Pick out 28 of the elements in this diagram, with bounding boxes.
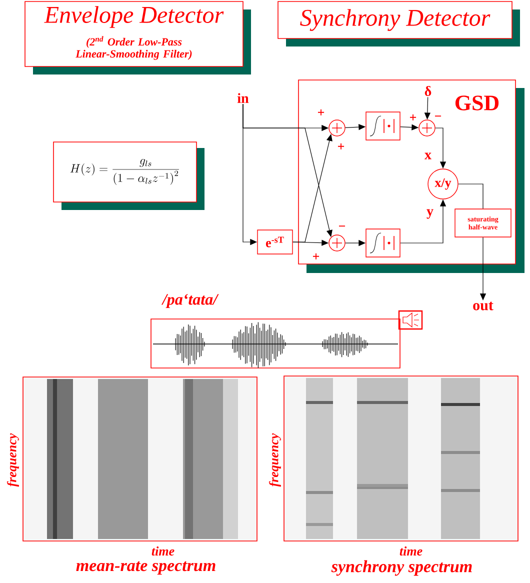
sum-junction: [328, 234, 346, 252]
spectrum-caption: synchrony spectrum: [331, 560, 472, 576]
sign-label: +: [410, 114, 416, 120]
title-box: Synchrony Detector: [278, 1, 520, 46]
delay-box: e$^{-sT}$: [257, 230, 293, 254]
spectrum-caption: mean-rate spectrum: [76, 561, 216, 575]
axis-label: frequency: [7, 433, 19, 487]
output-label: out: [473, 302, 494, 310]
filter-box: [366, 112, 400, 140]
sign-label: −: [339, 226, 346, 227]
sum-junction: [328, 120, 346, 136]
sign-label: +: [318, 109, 324, 116]
axis-label: time: [152, 546, 174, 556]
edge-label: x: [424, 152, 432, 160]
sign-label: −: [435, 116, 442, 117]
filter-box: [366, 228, 400, 258]
sign-label: +: [313, 253, 320, 260]
title-box: Envelope Detector (2$^{nd}$ Order Low-Pass Linear-Smoothing Filter): [24, 1, 251, 74]
sign-label: +: [338, 143, 344, 150]
axis-label: frequency: [269, 433, 281, 487]
delta-label: δ: [424, 86, 432, 96]
arrow: [458, 184, 484, 209]
title-label: /pa‘tata/: [161, 294, 219, 308]
formula-box: $H(z) = \frac{g_{ls}}{\left(1-\alpha_{ls} z^{-1}\right)^{2}}$: [53, 142, 204, 210]
axis-label: time: [400, 546, 422, 556]
input-label: in: [237, 93, 249, 103]
sum-junction: [418, 120, 436, 136]
edge-label: y: [426, 208, 434, 220]
